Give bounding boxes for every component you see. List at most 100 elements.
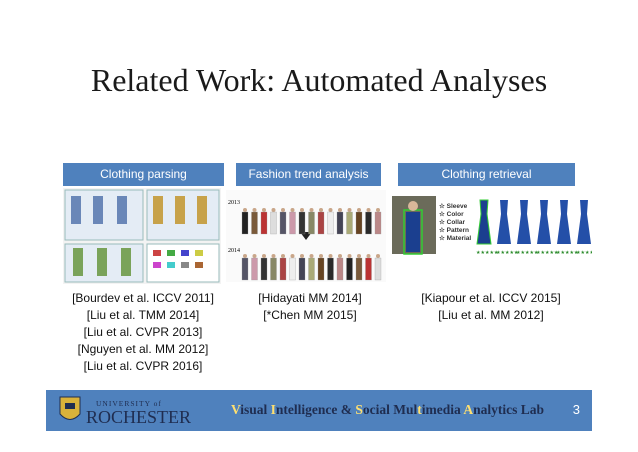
model-head	[319, 254, 323, 258]
model-silhouette	[251, 257, 258, 281]
attribute-label: ☆ Color	[439, 210, 464, 218]
clothing-retrieval-header: Clothing retrieval	[398, 163, 575, 186]
model-silhouette	[289, 257, 296, 281]
model-silhouette	[279, 257, 287, 281]
model-head	[262, 208, 266, 212]
dress-thumbnail	[557, 200, 571, 244]
model-silhouette	[346, 257, 353, 281]
citation: [Liu et al. MM 2012]	[438, 308, 544, 322]
model-silhouette	[308, 257, 315, 281]
model-head	[243, 254, 247, 258]
citation: [*Chen MM 2015]	[263, 308, 357, 322]
attribute-label: ☆ Collar	[439, 218, 466, 226]
fashion-trend-figure: 2013 2014	[226, 190, 386, 282]
citation: [Hidayati MM 2014]	[258, 291, 362, 305]
lab-text: ntelligence &	[275, 402, 356, 417]
model-head	[338, 208, 342, 212]
model-head	[366, 254, 371, 258]
model-silhouette	[241, 257, 249, 281]
model-head	[262, 254, 266, 258]
model-silhouette	[355, 211, 363, 235]
model-head	[271, 254, 276, 258]
university-large-text: ROCHESTER	[86, 407, 191, 427]
dress-thumbnail	[537, 200, 551, 244]
model-head	[281, 208, 285, 212]
model-silhouette	[365, 257, 372, 281]
model-head	[347, 254, 352, 258]
model-silhouette	[374, 211, 382, 235]
clothing-retrieval-citations: [Kiapour et al. ICCV 2015] [Liu et al. M…	[400, 290, 582, 324]
model-silhouette	[260, 211, 268, 235]
university-logo: UNIVERSITY of ROCHESTER	[59, 396, 191, 427]
fashion-trend-header: Fashion trend analysis	[236, 163, 381, 186]
clothing-parsing-citations: [Bourdev et al. ICCV 2011] [Liu et al. T…	[43, 290, 243, 375]
model-silhouette	[355, 257, 363, 281]
lab-text: nalytics Lab	[473, 402, 545, 417]
page-number: 3	[572, 402, 580, 417]
trend-year-label: 2014	[228, 248, 240, 254]
attribute-label: ☆ Sleeve	[439, 202, 468, 210]
trend-year-label: 2013	[228, 200, 240, 206]
citation: [Nguyen et al. MM 2012]	[77, 342, 209, 356]
model-head	[376, 254, 380, 258]
model-head	[319, 208, 323, 212]
model-silhouette	[365, 211, 372, 235]
lab-initial: I	[270, 402, 276, 417]
model-silhouette	[270, 211, 277, 235]
model-head	[357, 208, 361, 212]
citation: [Liu et al. TMM 2014]	[86, 308, 200, 322]
lab-name: Visual Intelligence & Social Multimedia …	[231, 402, 544, 418]
star-rating: ★★★★★	[576, 250, 592, 256]
star-rating: ★★★★★	[476, 250, 499, 256]
clothing-parsing-diagram	[64, 189, 220, 283]
lab-initial: A	[463, 402, 474, 417]
lab-initial: S	[355, 402, 363, 417]
model-silhouette	[279, 211, 287, 235]
dress-thumbnail	[577, 200, 591, 244]
model-head	[271, 208, 276, 212]
citation: [Liu et al. CVPR 2013]	[83, 325, 203, 339]
star-rating: ★★★★★	[536, 250, 559, 256]
lab-text: ocial Mul	[362, 402, 418, 417]
university-small-text: UNIVERSITY of	[96, 399, 162, 408]
model-silhouette	[289, 211, 296, 235]
model-head	[309, 254, 314, 258]
model-silhouette	[336, 211, 344, 235]
model-head	[328, 254, 333, 258]
model-silhouette	[317, 257, 325, 281]
model-silhouette	[241, 211, 249, 235]
model-head	[376, 208, 380, 212]
model-silhouette	[251, 211, 258, 235]
model-silhouette	[260, 257, 268, 281]
dress-thumbnail	[517, 200, 531, 244]
model-silhouette	[308, 211, 315, 235]
model-head	[243, 208, 247, 212]
star-rating: ★★★★★	[556, 250, 579, 256]
model-head	[252, 254, 257, 258]
model-head	[366, 208, 371, 212]
footer-bar: UNIVERSITY of ROCHESTER Visual Intellige…	[46, 390, 592, 431]
model-silhouette	[327, 211, 334, 235]
lab-initial: t	[417, 402, 422, 417]
star-rating: ★★★★★	[496, 250, 519, 256]
fashion-trend-diagram: 2013 2014	[228, 200, 382, 281]
clothing-parsing-figure	[63, 188, 221, 284]
model-head	[290, 254, 295, 258]
fashion-trend-citations: [Hidayati MM 2014] [*Chen MM 2015]	[230, 290, 390, 324]
model-head	[347, 208, 352, 212]
model-silhouette	[336, 257, 344, 281]
model-silhouette	[374, 257, 382, 281]
lab-text: isual	[240, 402, 271, 417]
model-head	[300, 254, 304, 258]
model-silhouette	[346, 211, 353, 235]
lab-initial: V	[231, 402, 241, 417]
model-silhouette	[298, 211, 306, 235]
citation: [Kiapour et al. ICCV 2015]	[421, 291, 561, 305]
model-head	[300, 208, 304, 212]
attribute-label: ☆ Material	[439, 234, 471, 242]
model-head	[357, 254, 361, 258]
model-silhouette	[317, 211, 325, 235]
model-silhouette	[327, 257, 334, 281]
model-head	[338, 254, 342, 258]
attribute-label: ☆ Pattern	[439, 226, 469, 234]
